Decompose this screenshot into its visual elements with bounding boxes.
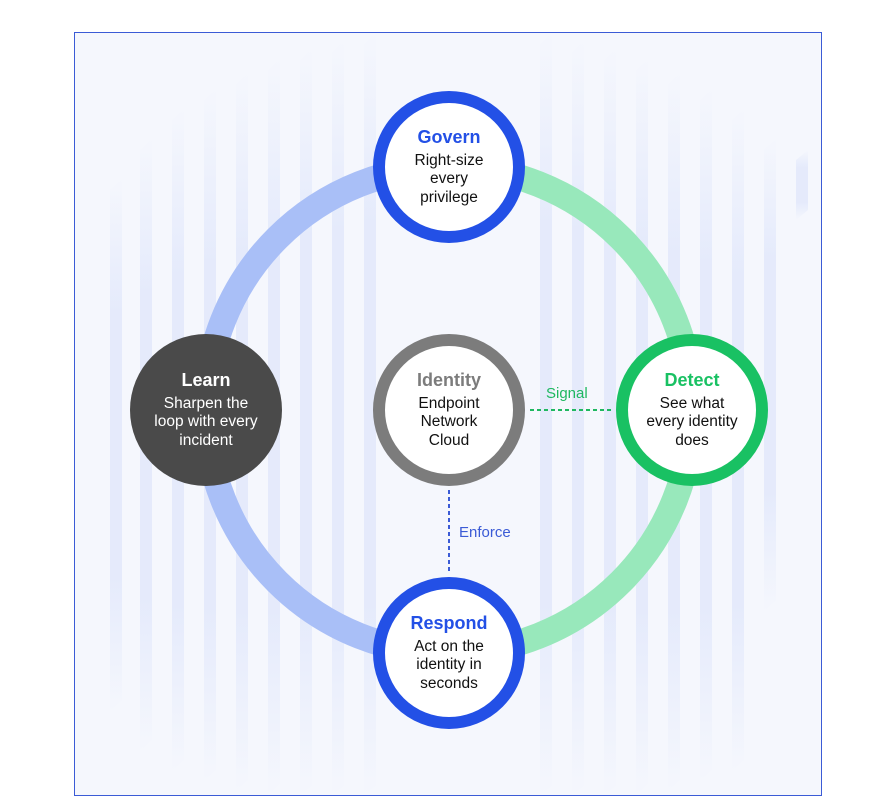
detect-label: Detect See what every identity does bbox=[622, 353, 762, 467]
learn-line-1: Sharpen the bbox=[163, 395, 249, 413]
respond-line-3: seconds bbox=[420, 674, 478, 692]
detect-line-1: See what bbox=[659, 395, 725, 413]
core-line-2: Network bbox=[420, 413, 478, 431]
govern-line-3: privilege bbox=[420, 188, 478, 206]
core-line-3: Cloud bbox=[428, 431, 470, 449]
govern-line-1: Right-size bbox=[414, 152, 484, 170]
learn-line-2: loop with every bbox=[154, 413, 258, 431]
govern-title: Govern bbox=[417, 126, 481, 147]
learn-title: Learn bbox=[181, 369, 231, 390]
core-title: Identity bbox=[416, 369, 481, 390]
respond-node[interactable] bbox=[373, 577, 525, 729]
signal-label: Signal bbox=[546, 385, 588, 402]
learn-line-3: incident bbox=[179, 431, 233, 449]
govern-node[interactable] bbox=[373, 91, 525, 243]
respond-title: Respond bbox=[410, 612, 488, 633]
core-node[interactable] bbox=[373, 334, 525, 486]
govern-line-2: every bbox=[430, 170, 468, 188]
core-label: Identity Endpoint Network Cloud bbox=[389, 358, 509, 462]
respond-line-1: Act on the bbox=[414, 638, 484, 656]
learn-node[interactable] bbox=[130, 334, 282, 486]
detect-line-3: does bbox=[675, 431, 709, 449]
detect-line-2: every identity bbox=[646, 413, 738, 431]
govern-label: Govern Right-size every privilege bbox=[384, 110, 514, 224]
detect-node[interactable] bbox=[616, 334, 768, 486]
enforce-label: Enforce bbox=[459, 524, 511, 541]
respond-line-2: identity in bbox=[416, 656, 482, 674]
detect-title: Detect bbox=[664, 369, 720, 390]
learn-label: Learn Sharpen the loop with every incide… bbox=[131, 353, 281, 467]
core-line-1: Endpoint bbox=[418, 395, 480, 413]
respond-label: Respond Act on the identity in seconds bbox=[384, 596, 514, 710]
